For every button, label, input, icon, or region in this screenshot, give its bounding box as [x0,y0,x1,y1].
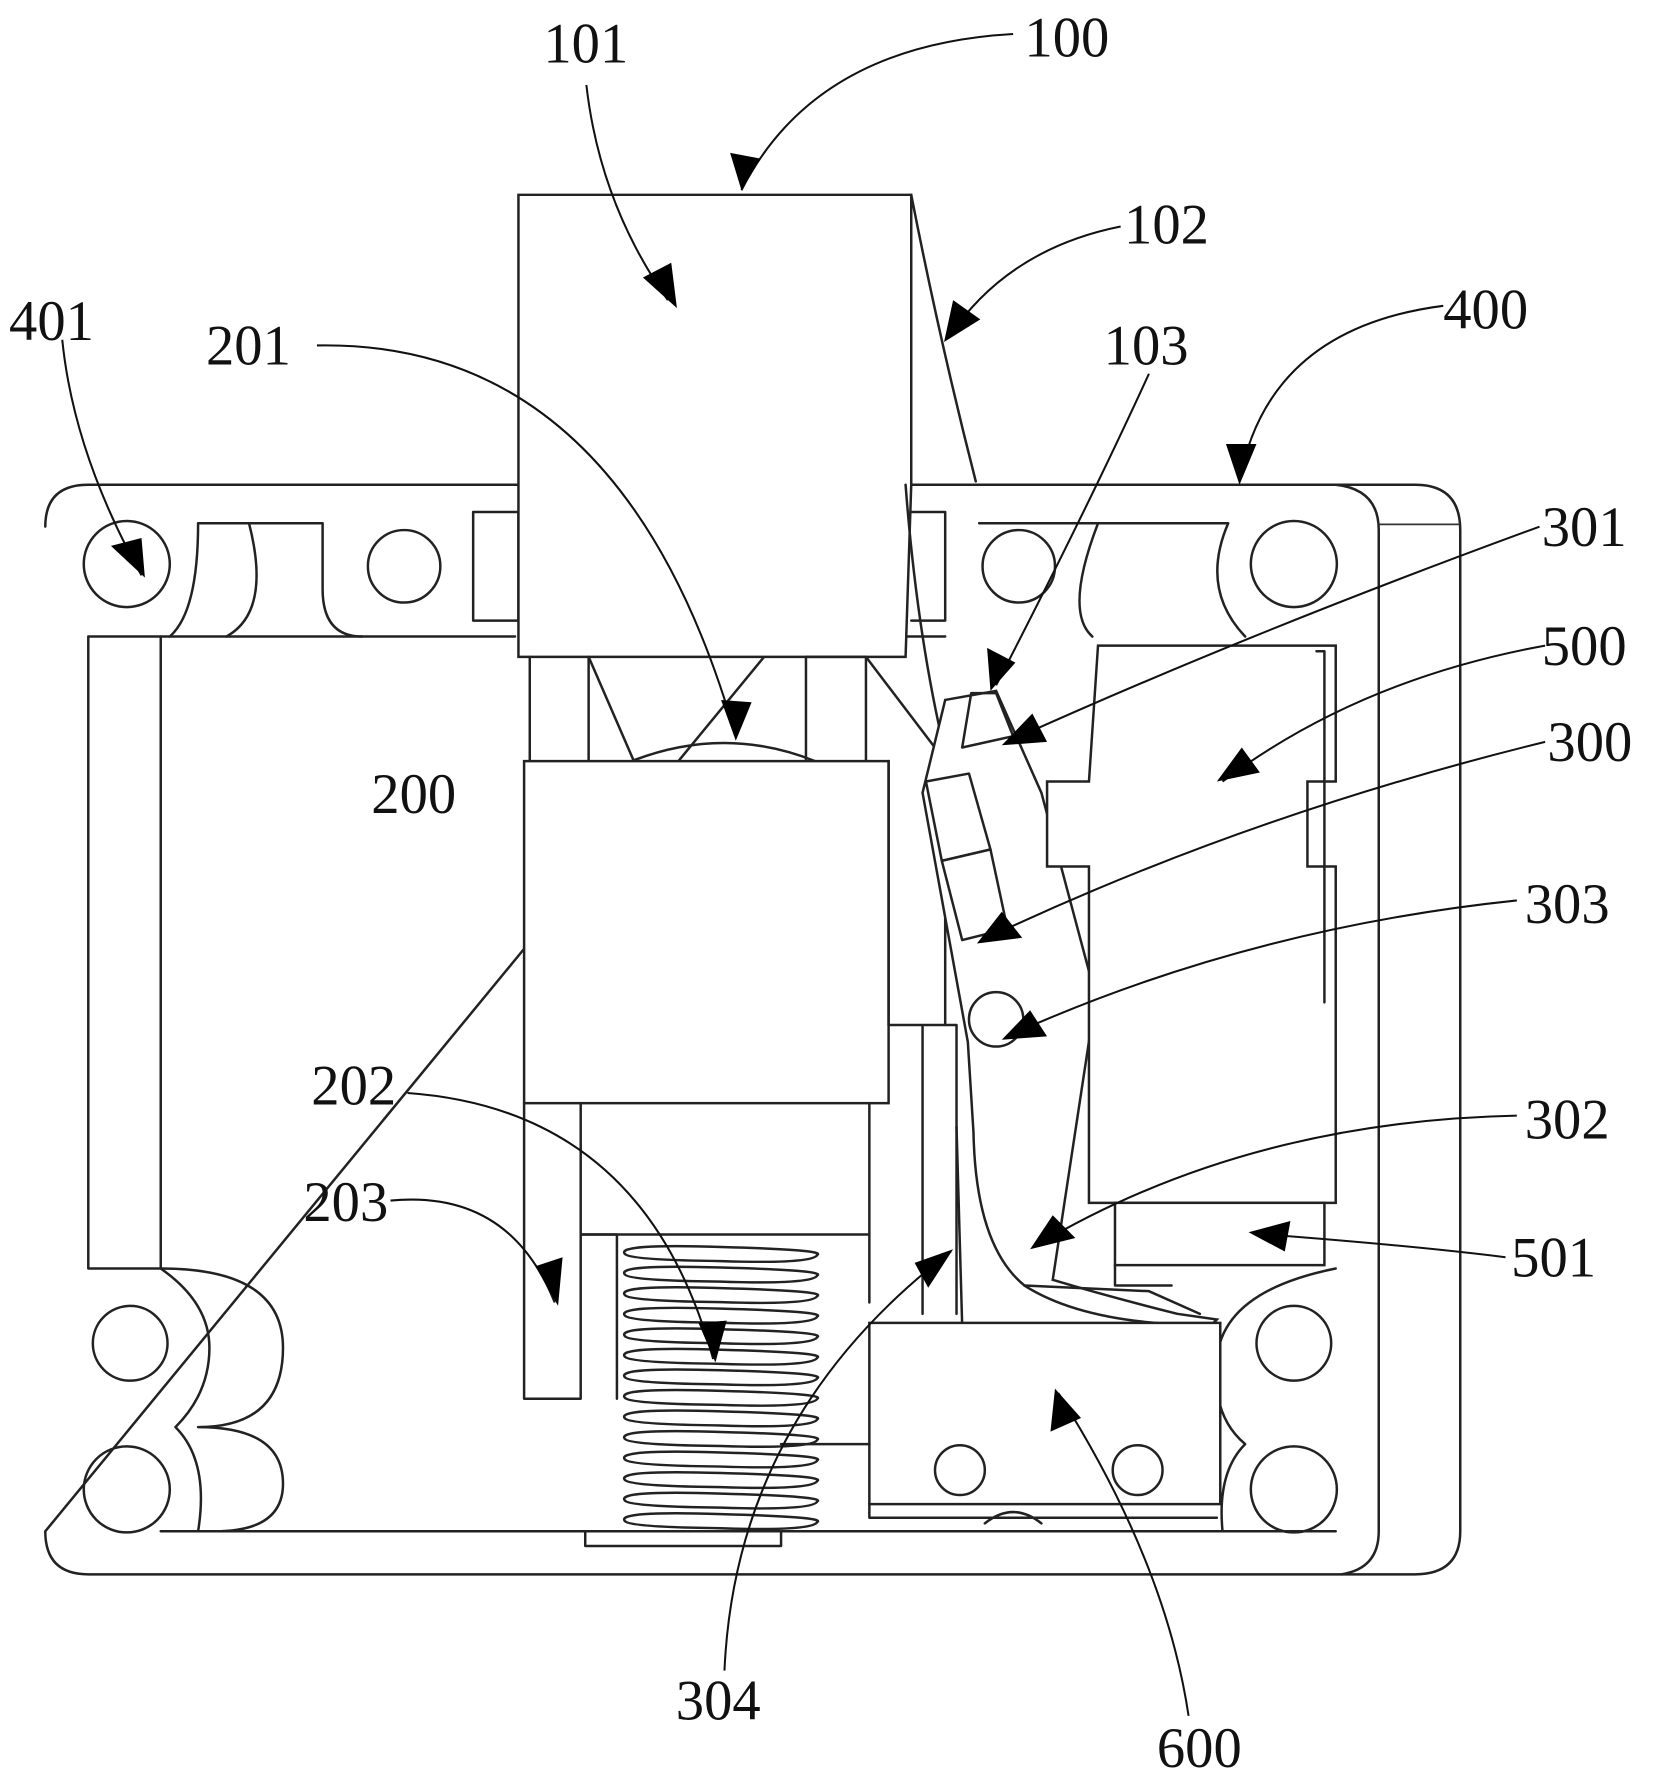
housing-400 [44,483,1462,1576]
arrowhead-201 [721,699,752,741]
label-300: 300 [1547,712,1632,774]
arrowhead-600 [1050,1388,1082,1432]
spring-coils [622,1244,820,1531]
label-200: 200 [371,764,456,826]
label-500: 500 [1542,616,1627,678]
microswitch-600 [779,1321,1222,1525]
label-304: 304 [676,1670,761,1732]
label-401: 401 [9,291,94,353]
spring-202 [622,1244,820,1531]
label-301: 301 [1542,497,1627,559]
arrowhead-400 [1225,443,1257,485]
label-102: 102 [1124,194,1209,256]
arrowhead-302 [1030,1215,1076,1250]
mounting-holes [82,519,1339,1534]
arrowhead-102 [944,300,981,343]
arrowhead-101 [642,262,677,309]
arrowhead-303 [1001,1010,1048,1040]
label-101: 101 [543,13,628,75]
label-303: 303 [1525,874,1610,936]
label-501: 501 [1511,1227,1596,1289]
reference-labels: 100 101 102 103 200 201 202 203 300 301 … [9,8,1632,1780]
arrowhead-500 [1216,747,1260,782]
lever-300 [921,689,1220,1327]
arrowhead-501 [1248,1220,1291,1252]
label-103: 103 [1104,316,1189,378]
arrowhead-304 [914,1249,954,1288]
arrowhead-203 [535,1257,563,1306]
label-201: 201 [206,316,291,378]
label-600: 600 [1157,1718,1242,1780]
arrowhead-100 [730,152,761,191]
block-500 [1045,644,1337,1287]
arrowhead-202 [698,1320,727,1363]
actuator-100 [517,193,978,763]
label-203: 203 [303,1172,388,1234]
label-400: 400 [1443,279,1528,341]
arrowhead-103 [987,647,1016,691]
label-202: 202 [311,1055,396,1117]
arrowhead-301 [1001,713,1048,746]
slider-200 [522,759,958,1401]
arrowheads [110,152,1291,1432]
arrowhead-401 [110,537,145,578]
arrowhead-300 [976,911,1023,944]
label-100: 100 [1024,8,1109,70]
label-302: 302 [1525,1089,1610,1151]
leader-lines [61,32,1546,1717]
